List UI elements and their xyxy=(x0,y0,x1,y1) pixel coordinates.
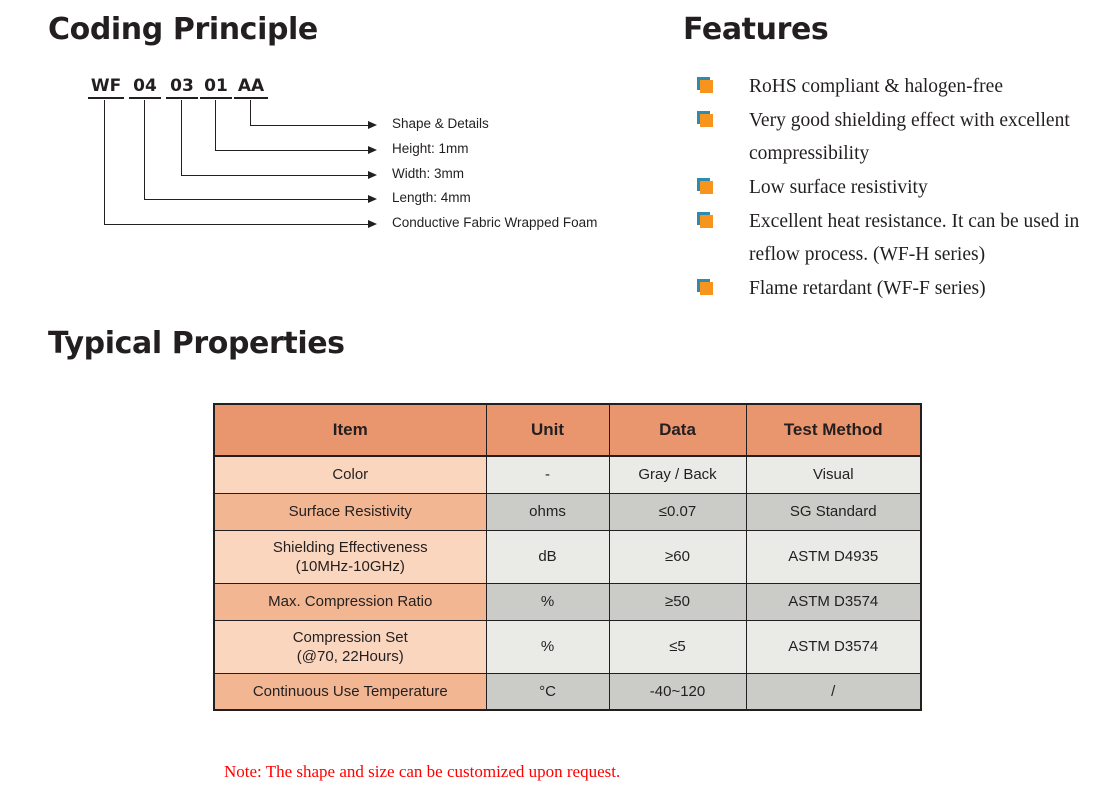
cell-item: Max. Compression Ratio xyxy=(213,582,487,621)
leader-label-height: Height: 1mm xyxy=(392,141,469,156)
feature-text: Excellent heat resistance. It can be use… xyxy=(749,211,1080,265)
leader-label-width: Width: 3mm xyxy=(392,166,465,181)
leader-line-height-vertical xyxy=(215,100,216,150)
column-header-item: Item xyxy=(213,403,487,457)
leader-line-width-horizontal xyxy=(181,175,372,176)
cell-method: / xyxy=(745,672,922,711)
table-header-row: Item Unit Data Test Method xyxy=(213,403,922,457)
code-segment-length: 04 xyxy=(129,76,161,99)
table-row: Shielding Effectiveness (10MHz-10GHz) dB… xyxy=(213,529,922,584)
feature-item: Very good shielding effect with excellen… xyxy=(697,104,1107,170)
leader-arrow-shape xyxy=(368,120,377,129)
cell-item: Color xyxy=(213,455,487,494)
cell-method: ASTM D4935 xyxy=(745,529,922,584)
table-row: Continuous Use Temperature °C -40~120 / xyxy=(213,672,922,711)
layered-square-icon xyxy=(697,77,713,93)
cell-unit: °C xyxy=(485,672,610,711)
feature-item: RoHS compliant & halogen-free xyxy=(697,70,1107,103)
code-segment-shape: AA xyxy=(234,76,268,99)
table-row: Compression Set (@70, 22Hours) % ≤5 ASTM… xyxy=(213,619,922,674)
leader-line-material-horizontal xyxy=(104,224,372,225)
cell-item: Shielding Effectiveness (10MHz-10GHz) xyxy=(213,529,487,584)
layered-square-icon xyxy=(697,178,713,194)
cell-data: ≥60 xyxy=(608,529,747,584)
feature-text: Flame retardant (WF-F series) xyxy=(749,278,986,299)
layered-square-icon xyxy=(697,279,713,295)
cell-item-line2: (10MHz-10GHz) xyxy=(295,557,405,575)
cell-item-line1: Shielding Effectiveness xyxy=(272,538,428,556)
column-header-unit: Unit xyxy=(485,403,610,457)
coding-principle-diagram: WF 04 03 01 AA Shape & Details Height: 1… xyxy=(0,60,680,245)
leader-line-shape-horizontal xyxy=(250,125,372,126)
leader-line-shape-vertical xyxy=(250,100,251,125)
page-title-typical-properties: Typical Properties xyxy=(48,326,345,361)
leader-arrow-height xyxy=(368,145,377,154)
cell-method: ASTM D3574 xyxy=(745,582,922,621)
feature-item: Flame retardant (WF-F series) xyxy=(697,272,1107,305)
table-row: Surface Resistivity ohms ≤0.07 SG Standa… xyxy=(213,492,922,531)
layered-square-icon xyxy=(697,111,713,127)
cell-item: Continuous Use Temperature xyxy=(213,672,487,711)
cell-unit: % xyxy=(485,619,610,674)
feature-text: RoHS compliant & halogen-free xyxy=(749,76,1003,97)
code-segment-prefix: WF xyxy=(88,76,124,99)
page-title-coding-principle: Coding Principle xyxy=(48,12,318,47)
leader-line-width-vertical xyxy=(181,100,182,175)
page-title-features: Features xyxy=(683,12,829,47)
cell-item: Compression Set (@70, 22Hours) xyxy=(213,619,487,674)
cell-data: ≥50 xyxy=(608,582,747,621)
feature-item: Excellent heat resistance. It can be use… xyxy=(697,205,1107,271)
leader-line-length-horizontal xyxy=(144,199,372,200)
code-segment-height: 01 xyxy=(200,76,232,99)
feature-text: Low surface resistivity xyxy=(749,177,928,198)
column-header-test-method: Test Method xyxy=(745,403,922,457)
cell-data: -40~120 xyxy=(608,672,747,711)
typical-properties-table: Item Unit Data Test Method Color - Gray … xyxy=(213,403,922,711)
cell-item-line2: (@70, 22Hours) xyxy=(296,647,404,665)
table-row: Color - Gray / Back Visual xyxy=(213,455,922,494)
feature-item: Low surface resistivity xyxy=(697,171,1107,204)
cell-unit: ohms xyxy=(485,492,610,531)
cell-data: ≤5 xyxy=(608,619,747,674)
column-header-data: Data xyxy=(608,403,747,457)
cell-data: ≤0.07 xyxy=(608,492,747,531)
cell-unit: % xyxy=(485,582,610,621)
cell-item-line1: Compression Set xyxy=(292,628,408,646)
cell-unit: - xyxy=(485,455,610,494)
table-row: Max. Compression Ratio % ≥50 ASTM D3574 xyxy=(213,582,922,621)
leader-arrow-length xyxy=(368,194,377,203)
cell-method: Visual xyxy=(745,455,922,494)
leader-line-material-vertical xyxy=(104,100,105,224)
leader-label-material: Conductive Fabric Wrapped Foam xyxy=(392,215,598,230)
feature-text: Very good shielding effect with excellen… xyxy=(749,110,1070,164)
cell-method: SG Standard xyxy=(745,492,922,531)
leader-arrow-width xyxy=(368,170,377,179)
leader-label-length: Length: 4mm xyxy=(392,190,471,205)
leader-line-height-horizontal xyxy=(215,150,372,151)
leader-label-shape: Shape & Details xyxy=(392,116,489,131)
table-note: Note: The shape and size can be customiz… xyxy=(224,762,621,781)
cell-item: Surface Resistivity xyxy=(213,492,487,531)
leader-line-length-vertical xyxy=(144,100,145,199)
cell-unit: dB xyxy=(485,529,610,584)
cell-method: ASTM D3574 xyxy=(745,619,922,674)
layered-square-icon xyxy=(697,212,713,228)
leader-arrow-material xyxy=(368,219,377,228)
code-segment-width: 03 xyxy=(166,76,198,99)
cell-data: Gray / Back xyxy=(608,455,747,494)
features-list: RoHS compliant & halogen-free Very good … xyxy=(697,70,1107,306)
